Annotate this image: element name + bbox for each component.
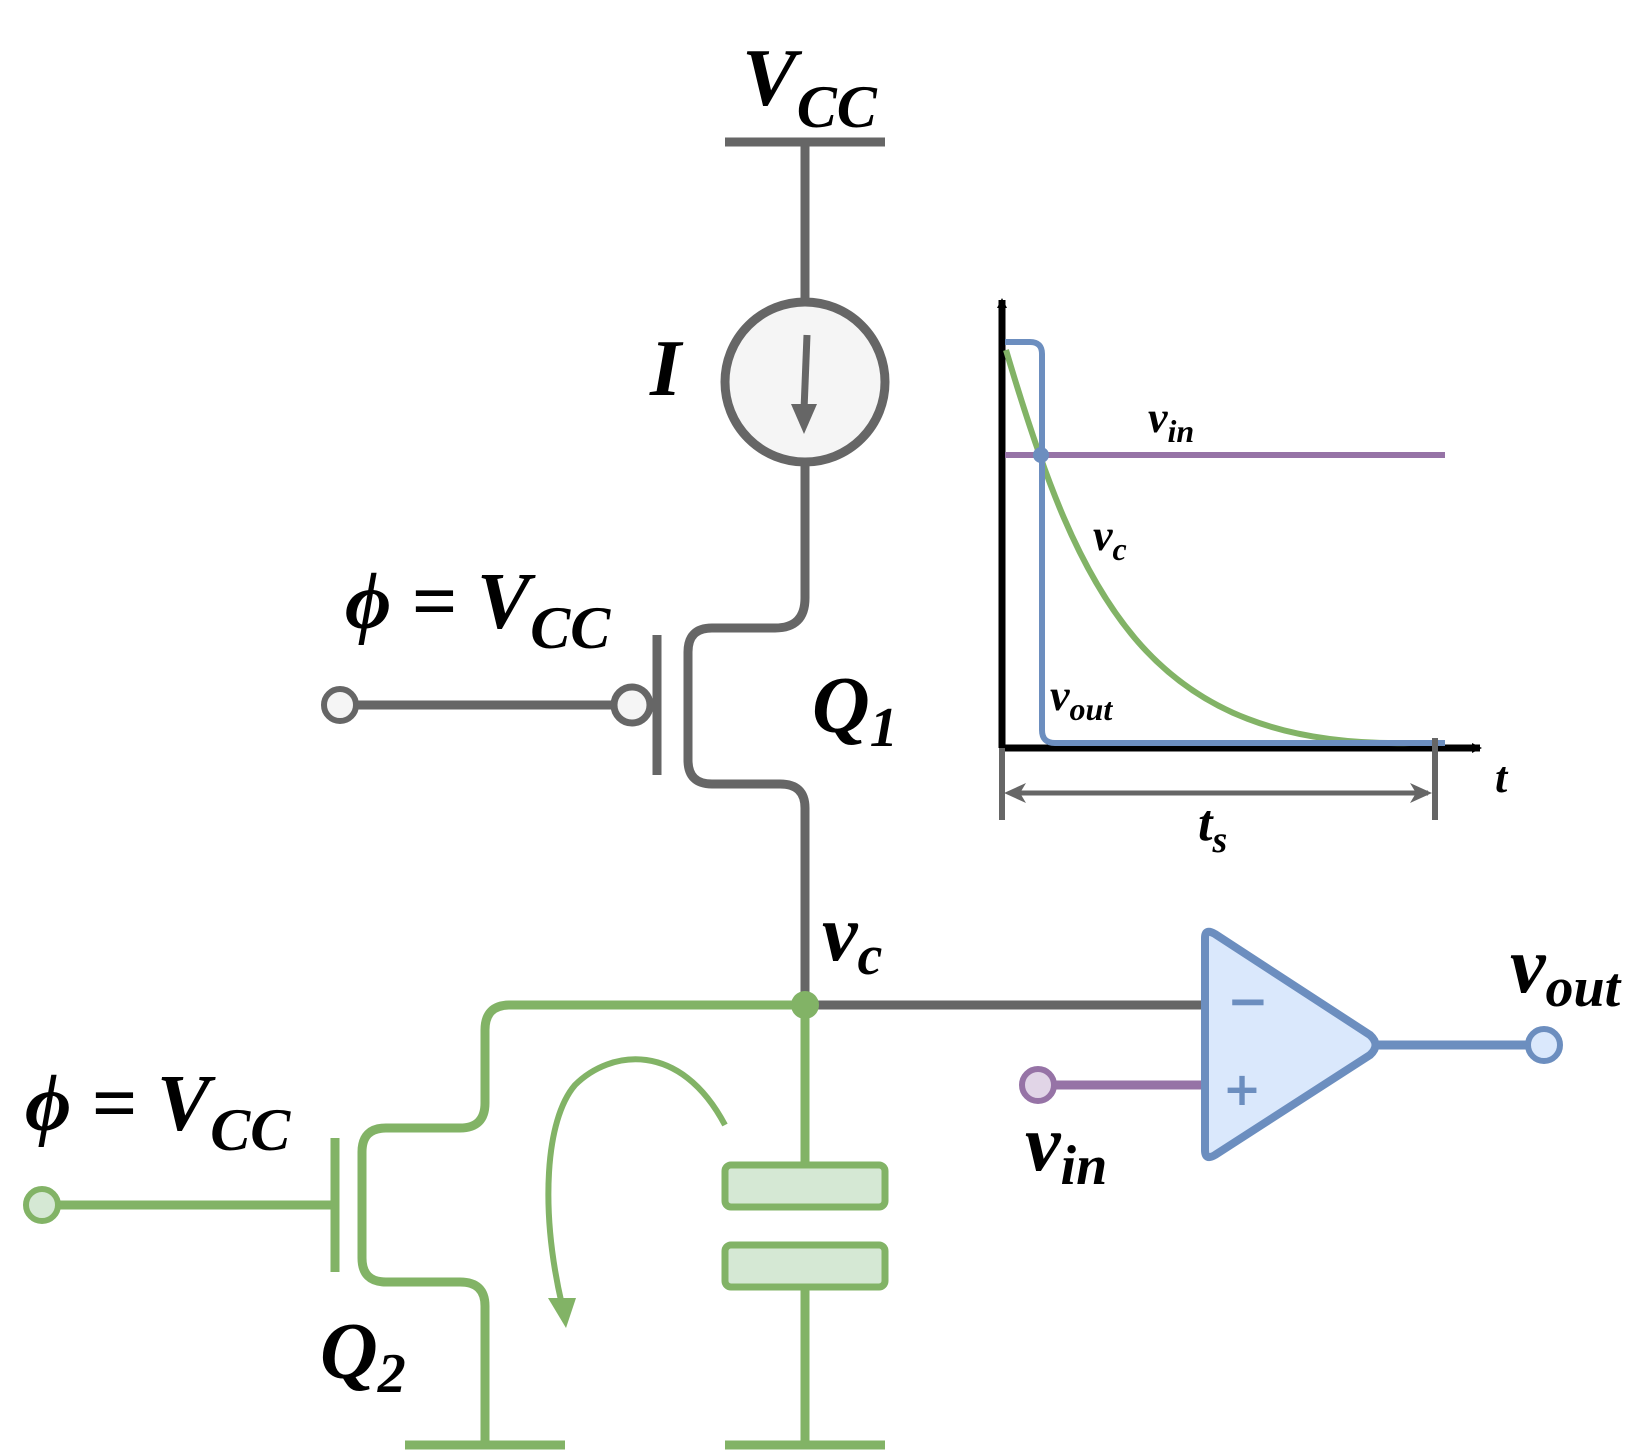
current-arrow-icon (800, 334, 811, 411)
phi1-label: ϕ = VCC (345, 558, 611, 661)
vout-label: vout (1510, 922, 1622, 1019)
graph-ts-label: ts (1198, 795, 1227, 861)
vin-label: vin (1025, 1100, 1107, 1197)
ts-left-arrowhead-icon (1004, 783, 1026, 803)
graph-t-axis-label: t (1495, 753, 1509, 802)
q1-label: Q1 (812, 662, 898, 759)
graph-vc-label: vc (1093, 511, 1127, 567)
q2-label: Q2 (320, 1308, 406, 1405)
vcc-label: VCC (742, 32, 878, 140)
capacitor-top-plate (721, 1161, 889, 1211)
vc-label: vc (822, 890, 883, 987)
phi2-input-terminal (23, 1186, 61, 1224)
capacitor-bottom-plate (721, 1241, 889, 1291)
comparator-triangle (1201, 927, 1380, 1162)
comparator: − + (1019, 927, 1563, 1162)
current-label: I (649, 325, 684, 413)
vout-terminal (1525, 1026, 1563, 1064)
vin-input-terminal (1019, 1066, 1057, 1104)
discharge-arrowhead-icon (548, 1298, 576, 1328)
vout-trace (1005, 339, 1445, 746)
current-source (720, 297, 890, 467)
crossing-point-dot (1033, 447, 1049, 463)
graph-vout-label: vout (1050, 671, 1113, 727)
ts-right-arrowhead-icon (1410, 783, 1432, 803)
q2-wiring (357, 1000, 805, 1445)
q1-gate-bubble (610, 683, 654, 727)
discharge-arrow-icon (545, 1056, 728, 1306)
timing-graph: vin vc vout t ts (997, 298, 1509, 861)
vc-node-dot (791, 991, 819, 1019)
circuit-labels: VCC I ϕ = VCC Q1 vc ϕ = VCC Q2 vout vin (25, 32, 1622, 1405)
supply-branch (321, 137, 1205, 1010)
comparator-minus-sign: − (1227, 972, 1269, 1030)
graph-vin-label: vin (1148, 393, 1194, 449)
current-arrowhead-icon (791, 404, 817, 434)
phi1-input-terminal (321, 686, 359, 724)
phi2-label: ϕ = VCC (25, 1060, 291, 1163)
q1-wiring (683, 462, 810, 1005)
discharge-branch (23, 991, 889, 1450)
comparator-plus-sign: + (1223, 1062, 1262, 1116)
